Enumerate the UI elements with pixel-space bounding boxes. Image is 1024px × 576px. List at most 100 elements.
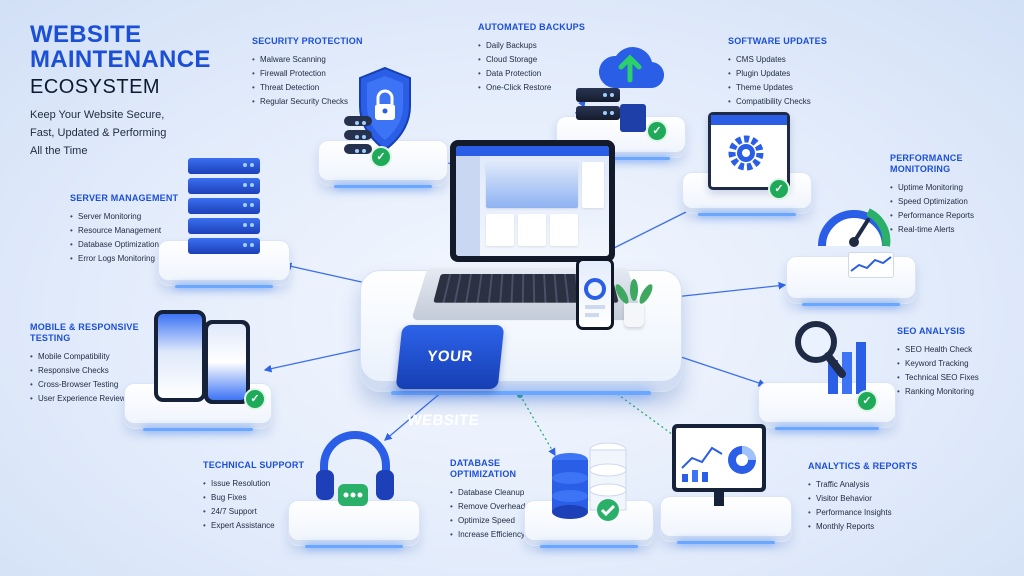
list-item: Ranking Monitoring [897,385,1022,399]
list-item: Threat Detection [252,81,422,95]
platform-analytics [660,496,792,544]
list-item: CMS Updates [728,53,898,67]
service-title: MOBILE & RESPONSIVE TESTING [30,322,139,343]
laptop-icon [450,140,615,262]
service-updates: SOFTWARE UPDATES CMS Updates Plugin Upda… [728,36,898,109]
list-item: 24/7 Support [203,505,373,519]
headset-icon [316,431,394,506]
server-rack-icon [188,158,260,258]
service-title: SECURITY PROTECTION [252,36,363,46]
folder-icon [620,104,646,132]
list-item: Database Cleanup [450,486,540,500]
list-item: Cloud Storage [478,53,648,67]
cloud-upload-icon [599,47,664,89]
tagline-line-2: Fast, Updated & Performing [30,127,167,139]
check-icon: ✓ [856,390,878,412]
list-item: Database Optimization [70,238,240,252]
list-item: SEO Health Check [897,343,1022,357]
link-performance [664,281,787,299]
list-item: One-Click Restore [478,81,648,95]
tagline-line-1: Keep Your Website Secure, [30,109,165,121]
list-item: Performance Insights [808,506,978,520]
list-item: Increase Efficiency [450,528,540,542]
list-item: Cross-Browser Testing [30,378,160,392]
service-title: DATABASE OPTIMIZATION [450,458,517,479]
smartphone-icon [576,258,614,330]
speedometer-icon [818,208,891,247]
database-icon [552,442,627,521]
server-rack-icon [576,88,620,124]
page-subtitle: ECOSYSTEM [30,76,161,98]
list-item: Regular Security Checks [252,95,422,109]
service-title: TECHNICAL SUPPORT [203,460,305,470]
link-server [283,262,376,286]
list-item: Real-time Alerts [890,223,1020,237]
list-item: Expert Assistance [203,519,373,533]
check-icon: ✓ [768,178,790,200]
list-item: Mobile Compatibility [30,350,160,364]
service-mobile: MOBILE & RESPONSIVE TESTING Mobile Compa… [30,322,160,406]
service-server: SERVER MANAGEMENT Server Monitoring Reso… [70,193,240,266]
list-item: Visitor Behavior [808,492,978,506]
check-icon: ✓ [370,146,392,168]
list-item: Resource Management [70,224,240,238]
service-seo: SEO ANALYSIS SEO Health Check Keyword Tr… [897,326,1022,399]
gear-icon [728,135,764,171]
browser-window-icon [708,112,790,190]
page-title: WEBSITE MAINTENANCE [30,22,211,72]
service-title: SEO ANALYSIS [897,326,966,336]
list-item: Compatibility Checks [728,95,898,109]
service-title: SERVER MANAGEMENT [70,193,179,203]
tagline-line-3: All the Time [30,145,88,157]
service-title: ANALYTICS & REPORTS [808,461,918,471]
dashboard-screen [456,146,609,256]
service-security: SECURITY PROTECTION Malware Scanning Fir… [252,36,422,109]
plant-icon [613,279,655,327]
service-title: AUTOMATED BACKUPS [478,22,586,32]
list-item: Optimize Speed [450,514,540,528]
list-item: Plugin Updates [728,67,898,81]
service-analytics: ANALYTICS & REPORTS Traffic Analysis Vis… [808,461,978,534]
mini-chart-icon [848,252,894,278]
service-title: PERFORMANCE MONITORING [890,153,963,174]
link-database [519,394,556,457]
smartphone-icon [204,320,250,404]
shield-lock-icon [359,66,411,152]
check-icon: ✓ [244,388,266,410]
smartphone-icon [154,310,206,402]
title-line-1: WEBSITE [30,21,142,48]
list-item: Data Protection [478,67,648,81]
list-item: Server Monitoring [70,210,240,224]
platform-database [524,500,654,548]
database-icon [344,116,372,158]
list-item: Keyword Tracking [897,357,1022,371]
list-item: User Experience Review [30,392,160,406]
service-database: DATABASE OPTIMIZATION Database Cleanup R… [450,458,540,542]
list-item: Malware Scanning [252,53,422,67]
list-item: Firewall Protection [252,67,422,81]
link-updates [609,204,702,251]
list-item: Bug Fixes [203,491,373,505]
check-icon: ✓ [646,120,668,142]
tagline: Keep Your Website Secure, Fast, Updated … [30,106,220,160]
your-website-badge: YOUR WEBSITE [395,325,505,429]
service-support: TECHNICAL SUPPORT Issue Resolution Bug F… [203,460,373,533]
title-line-2: MAINTENANCE [30,46,211,73]
list-item: Traffic Analysis [808,478,978,492]
monitor-chart-icon [672,424,766,492]
list-item: Daily Backups [478,39,648,53]
list-item: Monthly Reports [808,520,978,534]
platform-seo [758,382,896,430]
service-title: SOFTWARE UPDATES [728,36,828,46]
list-item: Error Logs Monitoring [70,252,240,266]
magnifier-chart-icon [795,321,866,394]
list-item: Performance Reports [890,209,1020,223]
list-item: Uptime Monitoring [890,181,1020,195]
list-item: Remove Overheads [450,500,540,514]
list-item: Speed Optimization [890,195,1020,209]
service-backups: AUTOMATED BACKUPS Daily Backups Cloud St… [478,22,648,95]
list-item: Technical SEO Fixes [897,371,1022,385]
list-item: Responsive Checks [30,364,160,378]
list-item: Issue Resolution [203,477,373,491]
list-item: Theme Updates [728,81,898,95]
